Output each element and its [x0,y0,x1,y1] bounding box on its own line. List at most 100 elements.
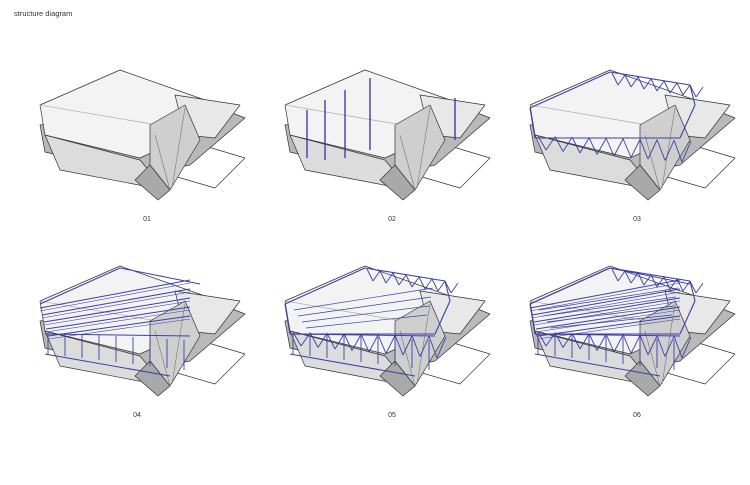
truss-diagonal [669,82,678,94]
fold-line [399,330,416,387]
truss-chord [689,84,696,106]
fold-line [644,330,661,387]
truss-web [368,334,379,353]
truss-diagonal [624,270,632,284]
panel-label: 06 [633,412,641,419]
roof-frame [39,279,191,309]
diagram-panel-06: 06 [490,236,740,471]
roof-frame [533,297,681,323]
truss-web [613,138,624,157]
roof-frame [119,267,201,285]
building-model [39,69,246,201]
panel-label: 01 [143,216,151,223]
truss-diagonal [695,86,704,98]
truss-diagonal [431,278,439,292]
support-base [379,164,416,201]
truss-diagonal [392,272,400,286]
roof-frame [41,291,191,319]
roof-beam [305,314,428,329]
truss-diagonal [630,272,639,284]
roof-beam [297,296,432,317]
truss-diagonal [637,272,645,286]
truss-web [292,331,302,347]
truss-chord [434,300,451,335]
roof-frame [47,315,191,337]
truss-diagonal [379,270,387,284]
truss-diagonal [656,80,665,92]
truss-diagonal [444,280,452,294]
truss-web [326,332,336,350]
roof-frame [531,288,681,316]
building-model [284,69,491,201]
truss-diagonal [366,268,374,282]
roof-frame [537,318,681,340]
truss-chord [444,280,451,302]
roof-frame [529,282,681,312]
truss-web [664,140,675,161]
truss-web [428,335,438,359]
truss-web [639,334,649,356]
truss-web [630,335,641,354]
truss-web [579,137,590,154]
diagram-panel-02: 02 [245,40,495,275]
roof-beam [293,287,434,311]
truss-web [360,333,370,353]
diagram-panel-05: 05 [245,236,495,471]
fold-line [399,134,416,191]
truss-diagonal [637,76,645,90]
truss-web [647,335,658,356]
fold-line [171,107,186,189]
truss-web [562,333,573,348]
truss-web [639,138,649,160]
roof-frame [41,288,191,316]
truss-diagonal [643,78,652,90]
building-model [529,69,736,201]
truss-diagonal [437,280,446,292]
roof-frame [537,315,681,337]
truss-web [622,334,632,354]
truss-web [571,136,581,154]
truss-web [309,332,319,348]
support-base [624,164,661,201]
roof-frame [39,267,121,305]
folded-support [394,104,446,191]
truss-web [681,336,692,359]
truss-web [554,136,564,152]
page-title: structure diagram [14,9,73,18]
truss-web [622,138,632,158]
truss-diagonal [630,76,639,88]
truss-diagonal [611,268,619,282]
facade-beam [44,353,171,377]
truss-web [436,336,447,359]
truss-web [317,333,328,348]
facade-beam [534,333,681,337]
roof-frame [535,306,681,330]
truss-web [545,332,556,347]
roof-frame [609,267,691,285]
truss-diagonal [450,282,459,294]
panel-label: 04 [133,412,141,419]
truss-diagonal [682,84,691,96]
roof-frame [529,267,611,305]
roof-frame [45,309,191,333]
truss-web [334,333,345,350]
roof-frame [535,309,681,333]
fold-line [644,134,661,191]
truss-web [605,333,615,353]
building-model [529,265,736,397]
truss-diagonal [643,274,652,286]
panel-label: 02 [388,216,396,223]
truss-diagonal [676,278,684,292]
truss-web [537,135,547,151]
truss-web [605,137,615,157]
truss-web [343,333,353,351]
truss-diagonal [424,278,433,290]
truss-chord [529,71,611,109]
truss-chord [679,104,696,139]
roof-frame [43,297,191,323]
roof-frame [43,300,191,326]
truss-web [681,140,692,163]
folded-support [149,104,201,191]
truss-web [411,335,421,357]
truss-web [588,137,598,155]
